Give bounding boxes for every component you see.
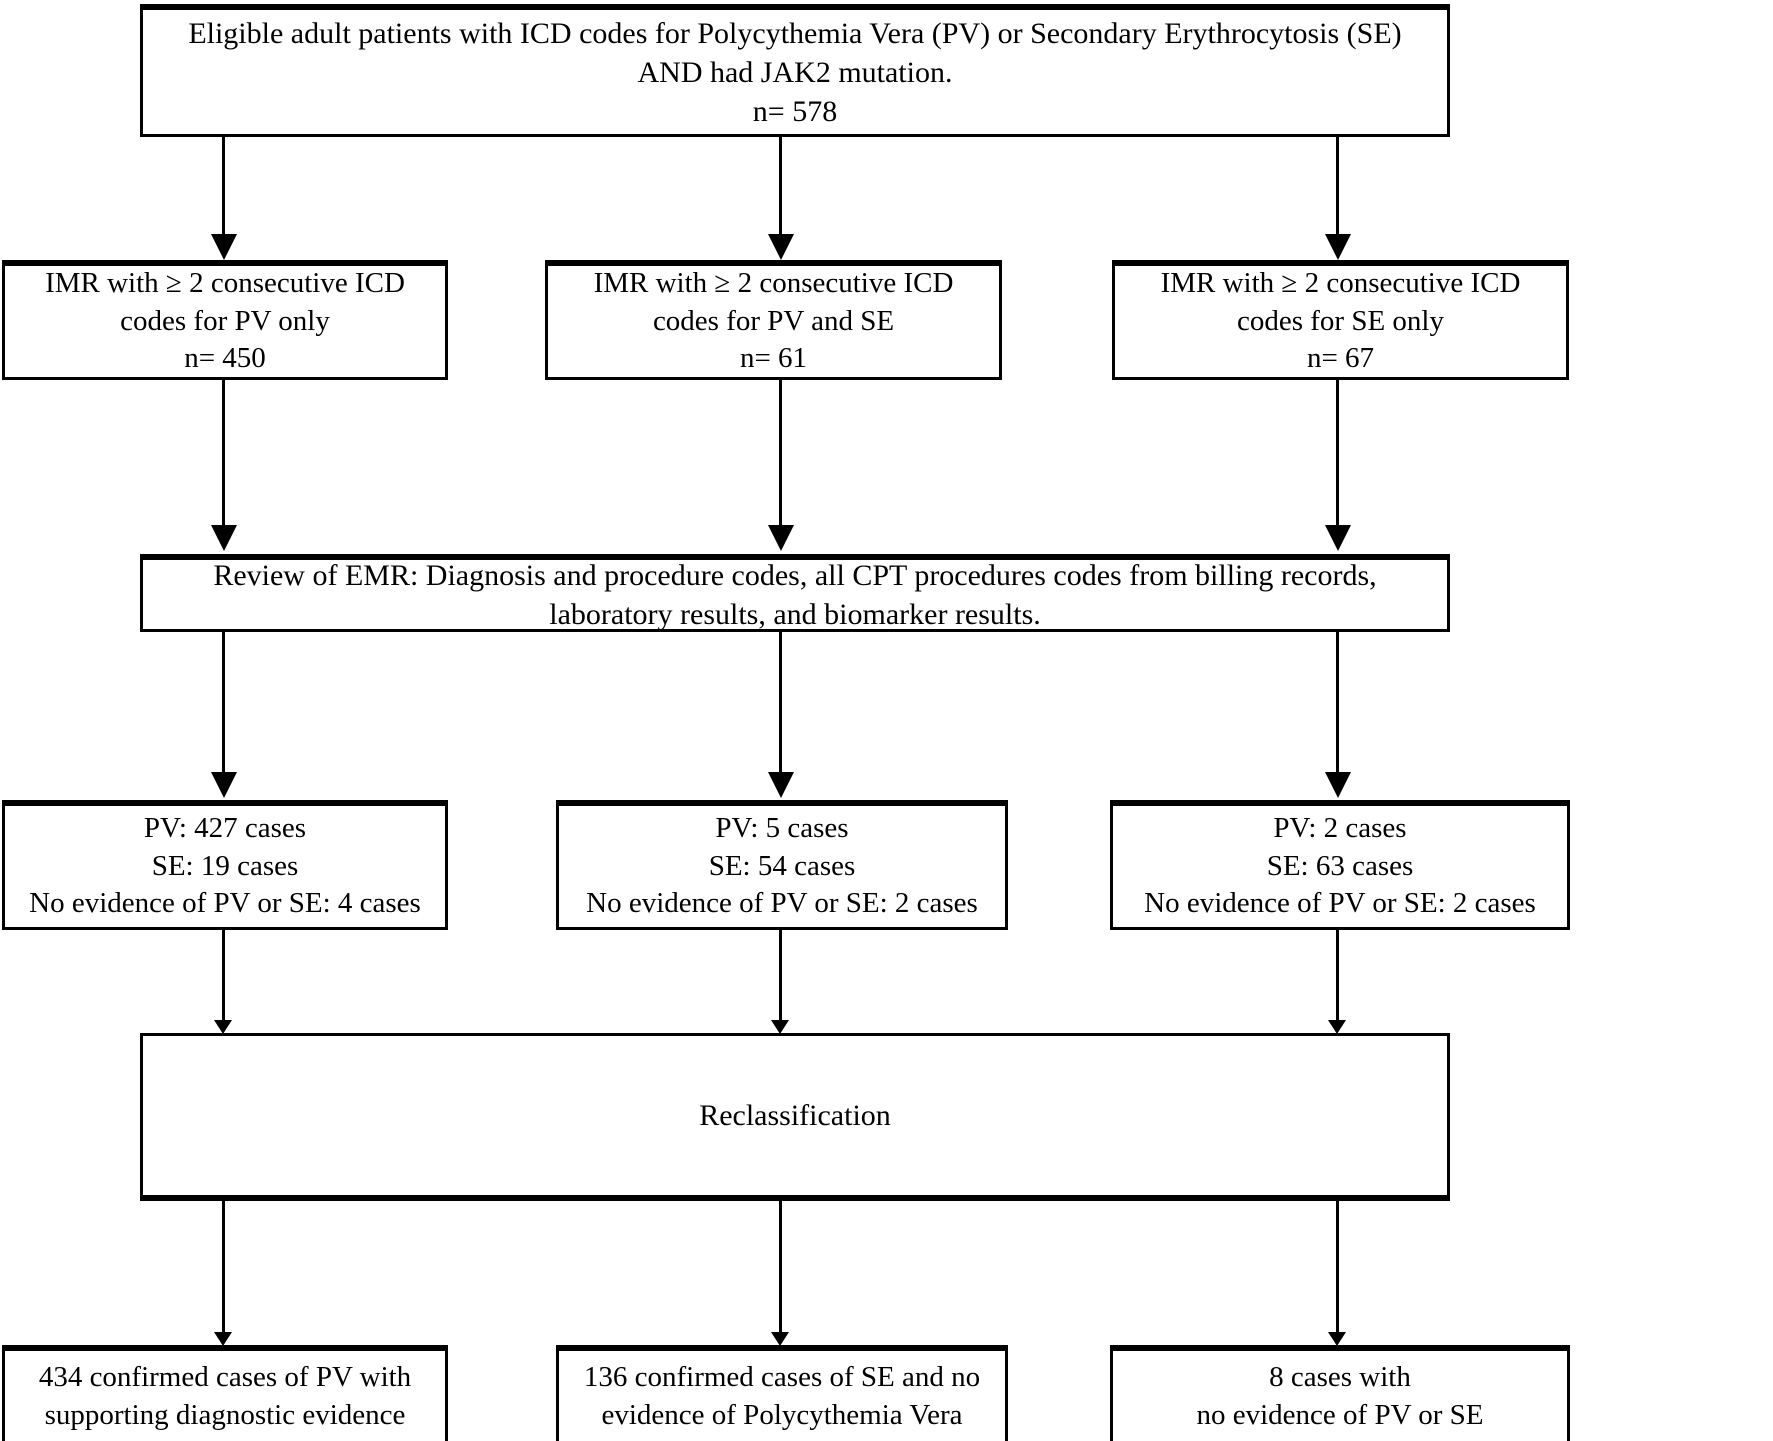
arrowhead-final-pv (214, 1332, 232, 1346)
connector-emr-to-cases-pv (222, 632, 225, 774)
eligible-patients-text: Eligible adult patients with ICD codes f… (188, 16, 1402, 128)
arrowhead-imr-se (1325, 234, 1351, 260)
arrowhead-cases-pv-se (768, 772, 794, 798)
imr-se-only-box: IMR with ≥ 2 consecutive ICD codes for S… (1112, 260, 1569, 380)
connector-imr-pv-to-emr (222, 380, 225, 528)
connector-imr-pv-se-to-emr (779, 380, 782, 528)
cases-from-pv-and-se-box: PV: 5 cases SE: 54 cases No evidence of … (556, 800, 1008, 930)
cases-from-pv-only-box: PV: 427 cases SE: 19 cases No evidence o… (2, 800, 448, 930)
arrowhead-emr-left (211, 525, 237, 551)
eligible-patients-box: Eligible adult patients with ICD codes f… (140, 4, 1450, 137)
imr-se-only-text: IMR with ≥ 2 consecutive ICD codes for S… (1160, 266, 1521, 375)
connector-eligible-to-imr-se (1336, 137, 1339, 237)
arrowhead-cases-se (1325, 772, 1351, 798)
arrowhead-final-none (1328, 1332, 1346, 1346)
imr-pv-and-se-text: IMR with ≥ 2 consecutive ICD codes for P… (593, 266, 954, 375)
cases-from-se-only-box: PV: 2 cases SE: 63 cases No evidence of … (1110, 800, 1570, 930)
arrowhead-reclass-right (1328, 1020, 1346, 1034)
connector-eligible-to-imr-pv (222, 137, 225, 237)
cases-from-pv-only-text: PV: 427 cases SE: 19 cases No evidence o… (29, 811, 421, 920)
confirmed-se-text: 136 confirmed cases of SE and no evidenc… (583, 1360, 981, 1431)
connector-reclass-to-final-none (1336, 1201, 1339, 1334)
emr-review-text: Review of EMR: Diagnosis and procedure c… (213, 558, 1377, 631)
confirmed-pv-text: 434 confirmed cases of PV with supportin… (38, 1360, 412, 1431)
arrowhead-reclass-left (214, 1020, 232, 1034)
imr-pv-and-se-box: IMR with ≥ 2 consecutive ICD codes for P… (545, 260, 1002, 380)
connector-eligible-to-imr-pv-se (779, 137, 782, 237)
connector-imr-se-to-emr (1336, 380, 1339, 528)
connector-cases-pv-se-to-reclass (779, 930, 782, 1022)
arrowhead-imr-pv (211, 234, 237, 260)
imr-pv-only-box: IMR with ≥ 2 consecutive ICD codes for P… (2, 260, 448, 380)
arrowhead-emr-right (1325, 525, 1351, 551)
arrowhead-imr-pv-se (768, 234, 794, 260)
arrowhead-emr-center (768, 525, 794, 551)
connector-emr-to-cases-se (1336, 632, 1339, 774)
connector-cases-pv-to-reclass (222, 930, 225, 1022)
no-evidence-text: 8 cases with no evidence of PV or SE (1196, 1360, 1484, 1431)
connector-cases-se-to-reclass (1336, 930, 1339, 1022)
cases-from-pv-and-se-text: PV: 5 cases SE: 54 cases No evidence of … (586, 811, 978, 920)
reclassification-text: Reclassification (699, 1099, 891, 1132)
imr-pv-only-text: IMR with ≥ 2 consecutive ICD codes for P… (45, 266, 405, 375)
arrowhead-cases-pv (211, 772, 237, 798)
reclassification-box: Reclassification (140, 1033, 1450, 1201)
confirmed-se-box: 136 confirmed cases of SE and no evidenc… (556, 1345, 1008, 1441)
cases-from-se-only-text: PV: 2 cases SE: 63 cases No evidence of … (1144, 811, 1536, 920)
no-evidence-box: 8 cases with no evidence of PV or SE (1110, 1345, 1570, 1441)
connector-emr-to-cases-pv-se (779, 632, 782, 774)
arrowhead-final-se (771, 1332, 789, 1346)
connector-reclass-to-final-pv (222, 1201, 225, 1334)
emr-review-box: Review of EMR: Diagnosis and procedure c… (140, 554, 1450, 632)
connector-reclass-to-final-se (779, 1201, 782, 1334)
arrowhead-reclass-center (771, 1020, 789, 1034)
confirmed-pv-box: 434 confirmed cases of PV with supportin… (2, 1345, 448, 1441)
